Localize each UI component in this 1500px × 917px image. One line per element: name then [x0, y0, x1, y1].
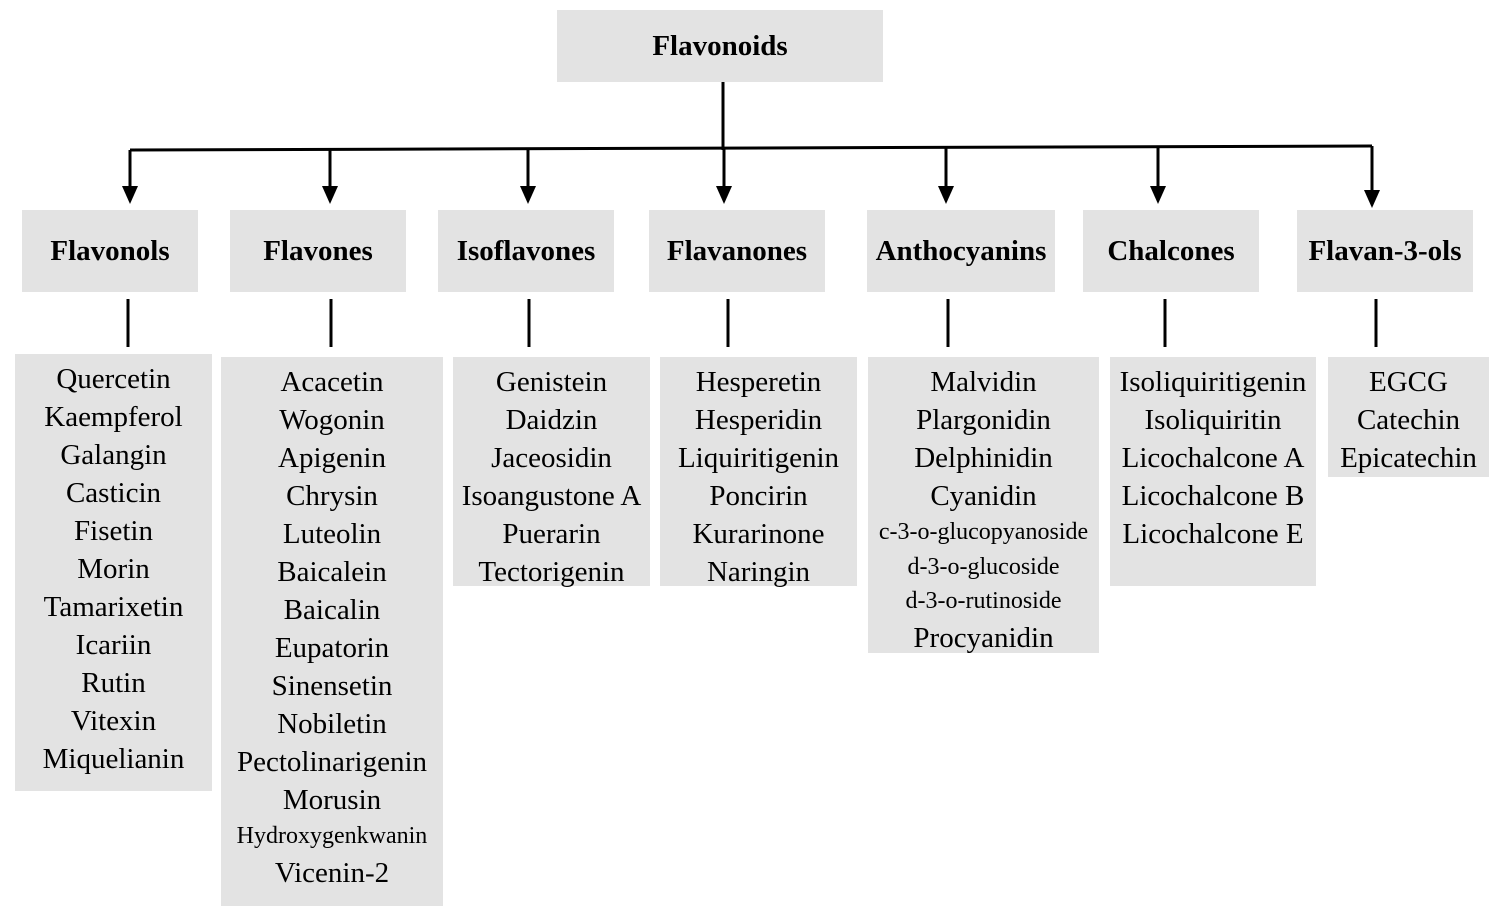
compound-item: Delphinidin: [914, 442, 1053, 474]
compound-item: Tectorigenin: [478, 556, 625, 588]
compound-item: Baicalin: [283, 594, 381, 626]
category-label: Anthocyanins: [875, 234, 1047, 267]
compound-item: Morusin: [282, 784, 382, 816]
arrow-head-icon: [322, 186, 338, 204]
category-label: Chalcones: [1107, 234, 1235, 267]
category-label: Flavan-3-ols: [1308, 234, 1462, 267]
arrow-head-icon: [1150, 186, 1166, 204]
compound-item: d-3-o-rutinoside: [905, 588, 1062, 614]
compound-item: Apigenin: [278, 442, 386, 474]
compound-item: Jaceosidin: [491, 442, 612, 474]
compound-item: Hesperidin: [694, 404, 823, 436]
compound-item: EGCG: [1369, 366, 1448, 398]
root-node-flavonoids: Flavonoids: [557, 10, 883, 82]
root-label: Flavonoids: [652, 29, 788, 62]
compound-item: Fisetin: [74, 515, 153, 547]
category-isoflavones: Isoflavones: [438, 210, 614, 292]
compound-item: Procyanidin: [913, 621, 1054, 654]
compound-item: Kurarinone: [692, 518, 825, 550]
compound-item: Quercetin: [56, 363, 171, 395]
compound-item: Casticin: [65, 477, 162, 509]
branch-bar-line: [129, 144, 1373, 152]
compound-item: Morin: [77, 553, 150, 585]
compound-item: Isoangustone A: [461, 480, 642, 512]
compound-item: Malvidin: [930, 366, 1037, 398]
compound-item: Nobiletin: [277, 708, 387, 740]
compound-item: Tamarixetin: [43, 591, 184, 623]
compound-item: Vicenin-2: [274, 856, 390, 889]
category-flavanones: Flavanones: [649, 210, 825, 292]
compound-item: Hydroxygenkwanin: [236, 823, 428, 849]
compound-item: Liquiritigenin: [677, 442, 840, 474]
compound-item: Hesperetin: [695, 366, 822, 398]
compound-item: Chrysin: [286, 480, 378, 512]
category-anthocyanins: Anthocyanins: [867, 210, 1055, 292]
category-flavones: Flavones: [230, 210, 406, 292]
compound-item: Pectolinarigenin: [236, 746, 428, 778]
compound-item: Epicatechin: [1340, 442, 1477, 474]
compound-item: Luteolin: [282, 518, 382, 550]
compound-item: Wogonin: [279, 404, 385, 436]
compound-item: Vitexin: [70, 705, 157, 737]
category-label: Flavonols: [50, 234, 170, 267]
compound-item: Catechin: [1356, 404, 1461, 436]
arrow-head-icon: [716, 186, 732, 204]
arrow-head-icon: [122, 186, 138, 204]
compound-item: Rutin: [81, 667, 146, 699]
compound-item: Sinensetin: [271, 670, 393, 702]
compound-item: d-3-o-glucoside: [907, 553, 1060, 580]
compound-item: Licochalcone E: [1122, 518, 1304, 550]
compound-item: Plargonidin: [916, 404, 1051, 436]
compound-item: Acacetin: [280, 366, 384, 398]
compound-item: Icariin: [75, 629, 152, 661]
compound-item: Licochalcone A: [1121, 442, 1305, 474]
compound-item: Miquelianin: [42, 743, 185, 775]
arrow-head-icon: [938, 186, 954, 204]
category-label: Isoflavones: [456, 234, 596, 267]
category-flavan-3-ols: Flavan-3-ols: [1297, 210, 1473, 292]
compound-item: Cyanidin: [930, 480, 1037, 512]
category-label: Flavones: [263, 234, 373, 267]
arrow-head-icon: [520, 186, 536, 204]
compound-item: Galangin: [60, 439, 167, 471]
compound-item: c-3-o-glucopyanoside: [878, 519, 1089, 545]
compound-item: Isoliquiritigenin: [1119, 366, 1307, 398]
compound-item: Isoliquiritin: [1144, 404, 1282, 436]
compound-item: Baicalein: [277, 556, 387, 588]
compound-item: Genistein: [495, 366, 608, 398]
compound-item: Puerarin: [502, 518, 601, 550]
category-label: Flavanones: [666, 234, 808, 267]
compound-item: Eupatorin: [274, 632, 390, 664]
category-chalcones: Chalcones: [1083, 210, 1259, 292]
compound-item: Naringin: [706, 556, 811, 588]
compound-item: Kaempferol: [44, 401, 183, 433]
compound-item: Licochalcone B: [1121, 480, 1305, 512]
arrow-head-icon: [1364, 190, 1380, 208]
compound-item: Daidzin: [505, 404, 598, 436]
compound-item: Poncirin: [709, 480, 808, 512]
category-flavonols: Flavonols: [22, 210, 198, 292]
